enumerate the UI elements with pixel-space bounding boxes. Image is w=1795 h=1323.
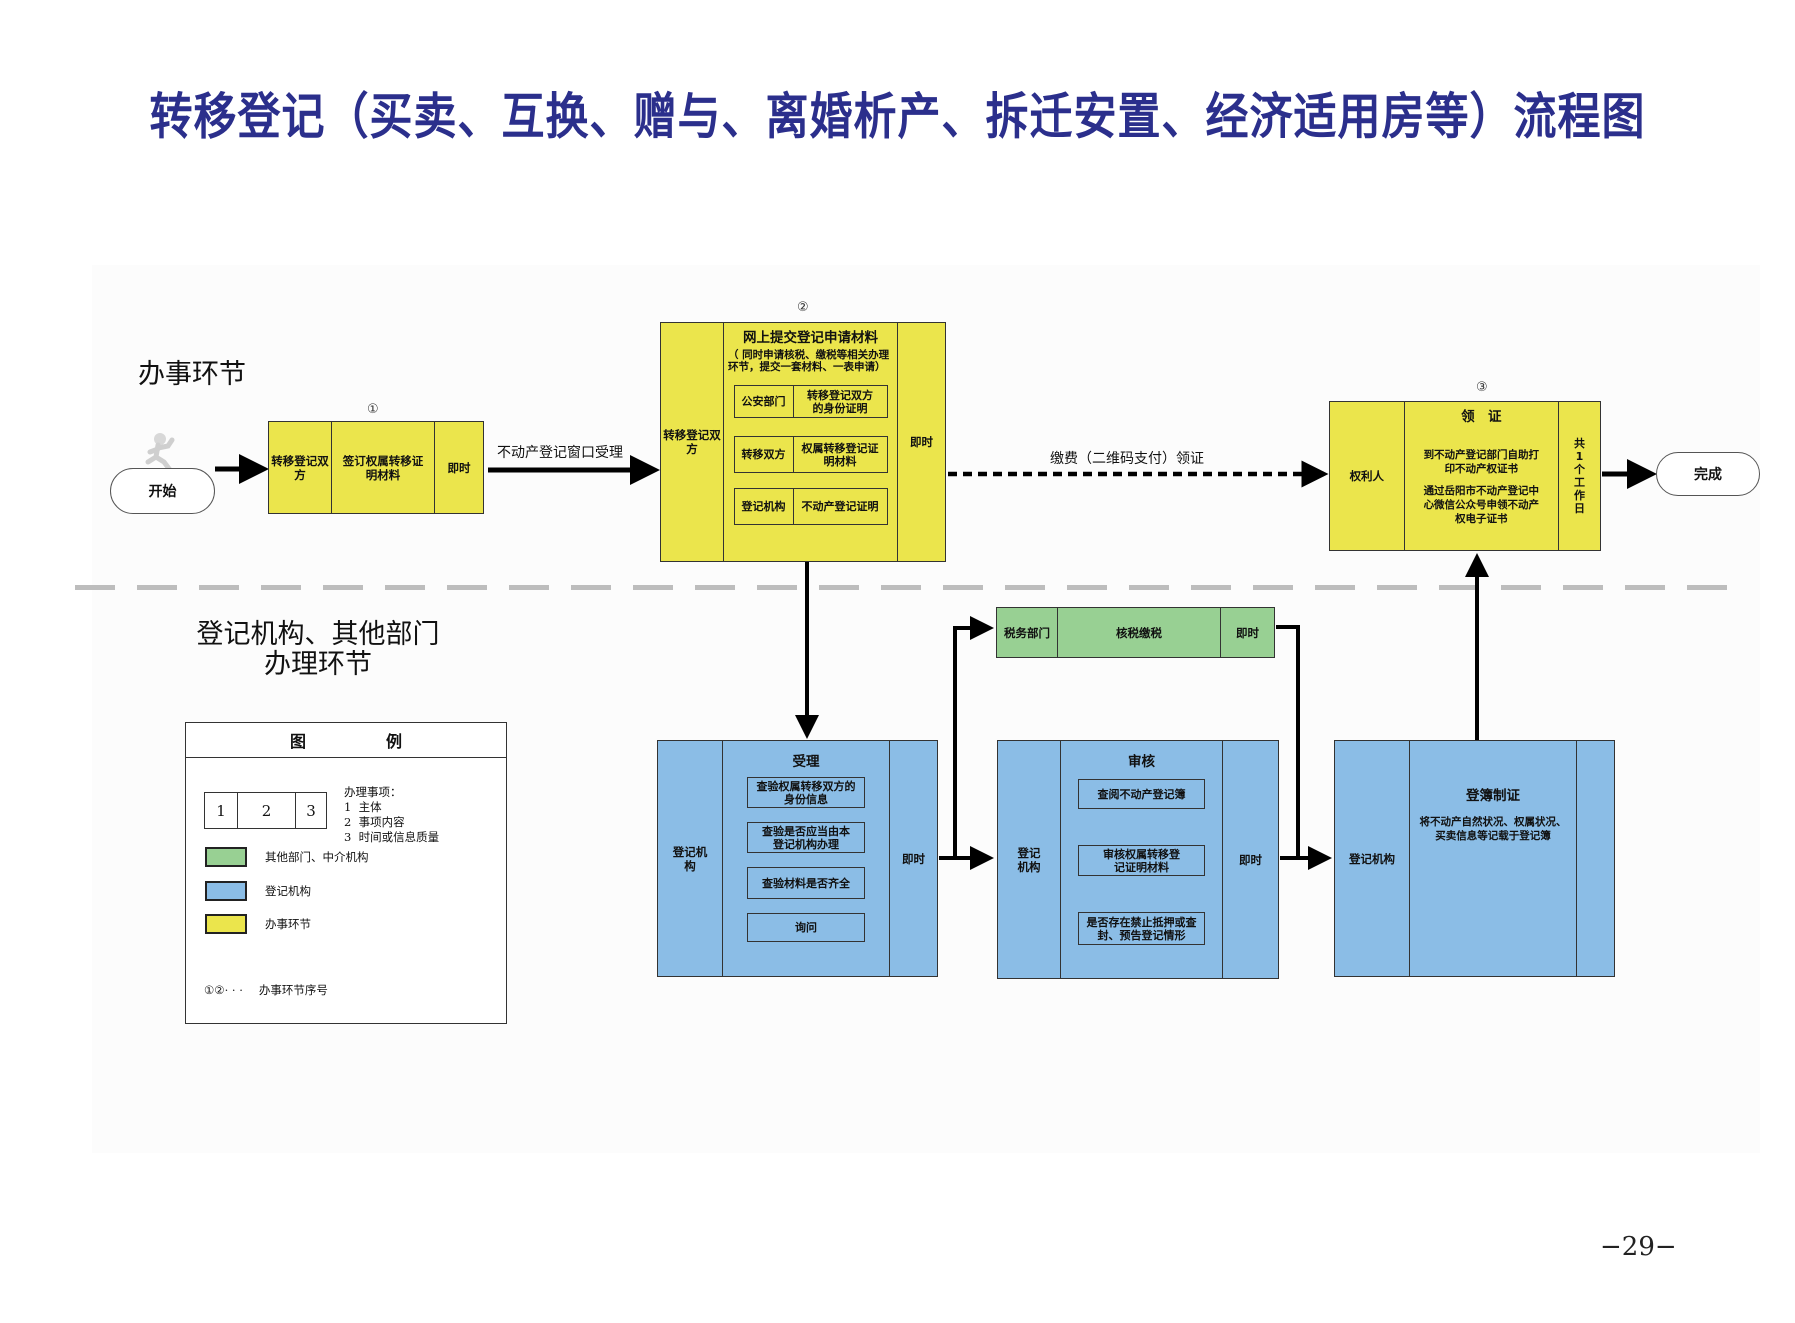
accept-item: 查验权属转移双方的身份信息 [747,777,865,808]
review-title: 审核 [1128,754,1155,770]
review-box[interactable]: 登记机构 审核 查阅不动产登记簿 审核权属转移登记证明材料 是否存在禁止抵押或查… [997,740,1279,979]
legend: 图 例 1 2 3 办理事项： 1 主体 2 事项内容 3 时间或信息质量 其他… [185,722,507,1024]
page-number: −29− [1600,1232,1677,1262]
tax-box[interactable]: 税务部门 核税缴税 即时 [996,607,1275,658]
legend-title-right: 例 [386,732,403,751]
register-subject: 登记机构 [1349,851,1395,866]
step2-item: 登记机构 不动产登记证明 [733,488,888,525]
register-box[interactable]: 登记机构 登簿制证 将不动产自然状况、权属状况、买卖信息等记载于登记簿 [1334,740,1615,977]
step3-number: ③ [1476,380,1488,395]
step1-time: 即时 [434,422,483,513]
legend-header: 图 例 [186,723,506,758]
step2-time: 即时 [897,323,945,561]
step2-item-party: 登记机构 [735,489,794,524]
accept-subject: 登记机构 [672,844,708,873]
lane-label-backoffice: 登记机构、其他部门办理环节 [196,619,440,680]
legend-cell: 2 [238,793,296,828]
step3-line: 通过岳阳市不动产登记中心微信公众号申领不动产权电子证书 [1423,485,1540,525]
tax-content: 核税缴税 [1057,608,1220,657]
accept-box[interactable]: 登记机构 受理 查验权属转移双方的身份信息 查验是否应当由本登记机构办理 查验材… [657,740,938,977]
register-time [1576,741,1614,976]
legend-swatch-green [205,847,247,867]
step2-note: （ 同时申请核税、缴税等相关办理环节，提交一套材料、一表申请） [728,349,890,373]
start-label: 开始 [148,484,177,500]
step2-item-doc: 权属转移登记证明材料 [801,441,879,468]
legend-cell-sample: 1 2 3 [204,792,327,829]
step2-item-doc: 不动产登记证明 [801,500,879,513]
finish-node[interactable]: 完成 [1656,452,1760,496]
legend-swatch-label: 办事环节 [265,916,311,931]
start-node[interactable]: 开始 [110,468,215,514]
tax-subject: 税务部门 [1004,625,1050,640]
legend-cell: 1 [205,793,238,828]
step3-time: 共1个工作日 [1558,402,1600,550]
legend-item: 2 事项内容 [344,815,405,829]
step3-line: 到不动产登记部门自助打印不动产权证书 [1423,449,1540,475]
legend-sequence-label: 办事环节序号 [258,983,328,997]
step2-item: 公安部门 转移登记双方的身份证明 [733,385,888,418]
step2-item-party: 转移双方 [735,437,794,472]
legend-sequence: ①②· · · 办事环节序号 [204,983,328,998]
running-person-icon [140,432,180,473]
review-item: 是否存在禁止抵押或查封、预告登记情形 [1078,912,1205,945]
step2-item-party: 公安部门 [735,386,794,417]
review-time: 即时 [1222,741,1278,978]
legend-cell: 3 [306,801,316,820]
legend-item: 3 时间或信息质量 [344,830,440,844]
step3-title: 领 证 [1461,409,1502,425]
legend-swatch-label: 登记机构 [265,883,311,898]
accept-title: 受理 [792,754,820,770]
step1-box[interactable]: 转移登记双方 签订权属转移证明材料 即时 [268,421,484,514]
arrow-label-window-accept: 不动产登记窗口受理 [497,445,623,461]
review-item: 查阅不动产登记簿 [1078,779,1205,809]
legend-item: 1 主体 [344,800,382,814]
step2-subject: 转移登记双方 [663,428,721,456]
step2-title: 网上提交登记申请材料 [743,330,878,346]
step2-number: ② [797,300,809,315]
accept-item: 查验材料是否齐全 [747,867,865,899]
lane-divider [75,585,1735,590]
lane-label-service: 办事环节 [138,359,246,390]
step1-subject: 转移登记双方 [271,453,329,482]
step1-content: 签订权属转移证明材料 [331,422,434,513]
register-title: 登簿制证 [1466,788,1520,804]
finish-label: 完成 [1694,467,1722,483]
legend-swatch-row: 其他部门、中介机构 [205,847,369,867]
register-content: 将不动产自然状况、权属状况、买卖信息等记载于登记簿 [1419,816,1567,842]
legend-swatch-row: 办事环节 [205,914,311,934]
tax-time: 即时 [1220,608,1274,657]
review-subject: 登记机构 [1017,845,1041,874]
legend-sequence-symbols: ①②· · · [204,983,243,997]
legend-items: 办理事项： 1 主体 2 事项内容 3 时间或信息质量 [344,785,439,845]
step2-item: 转移双方 权属转移登记证明材料 [733,436,888,473]
step3-box[interactable]: 权利人 领 证 到不动产登记部门自助打印不动产权证书 通过岳阳市不动产登记中心微… [1329,401,1601,551]
accept-item: 询问 [747,913,865,942]
legend-items-heading: 办理事项： [344,785,402,799]
arrow-label-pay-collect: 缴费（二维码支付）领证 [1050,451,1204,467]
legend-swatch-label: 其他部门、中介机构 [265,849,369,864]
step3-subject: 权利人 [1349,469,1385,483]
review-item: 审核权属转移登记证明材料 [1078,845,1205,876]
legend-title-left: 图 [289,732,306,751]
page-title: 转移登记（买卖、互换、赠与、离婚析产、拆迁安置、经济适用房等）流程图 [149,88,1646,147]
legend-swatch-blue [205,881,247,901]
step2-box[interactable]: 转移登记双方 网上提交登记申请材料 （ 同时申请核税、缴税等相关办理环节，提交一… [660,322,946,562]
legend-swatch-yellow [205,914,247,934]
legend-swatch-row: 登记机构 [205,881,311,901]
accept-time: 即时 [889,741,937,976]
step2-item-doc: 转移登记双方的身份证明 [807,388,873,415]
accept-item: 查验是否应当由本登记机构办理 [747,822,865,853]
step1-number: ① [367,402,379,417]
